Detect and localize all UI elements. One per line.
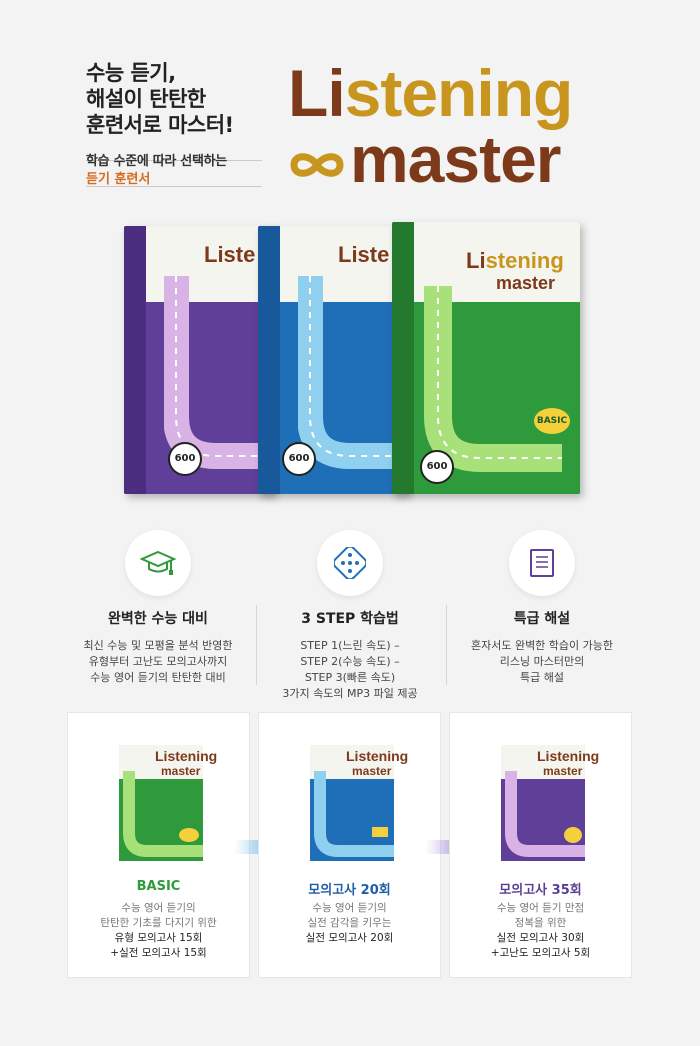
book-title-a: Liste: [338, 242, 390, 267]
headline-divider-2: [86, 186, 262, 187]
brand-logo: Listening master: [288, 56, 628, 194]
feature-description: 혼자서도 완벽한 학습이 가능한 리스닝 마스터만의 특급 해설: [442, 638, 642, 686]
book-thumbnail: Listening master: [501, 745, 599, 861]
book-title: Liste: [338, 244, 389, 266]
badge-600: 600: [168, 442, 202, 476]
headline-block: 수능 듣기, 해설이 탄탄한 훈련서로 마스터! 학습 수준에 따라 선택하는 …: [86, 60, 276, 187]
headline-line-2: 해설이 탄탄한: [86, 87, 206, 111]
feature-title: 특급 해설: [513, 611, 571, 627]
logo-word-master: master: [350, 122, 561, 196]
card-line: +고난도 모의고사 5회: [490, 947, 591, 959]
card-description: 수능 영어 듣기의 탄탄한 기초를 다지기 위한 유형 모의고사 15회 +실전…: [68, 901, 249, 961]
feature-line: 최신 수능 및 모평을 분석 반영한: [83, 639, 233, 652]
card-title: BASIC: [136, 879, 181, 894]
book-spine: [258, 226, 280, 494]
badge-600: 600: [420, 450, 454, 484]
road-illustration: [298, 276, 408, 469]
feature-line: 리스닝 마스터만의: [499, 655, 585, 668]
feature-line: 수능 영어 듣기의 탄탄한 대비: [90, 671, 226, 684]
book-title: Listening: [466, 250, 564, 272]
feature-divider: [256, 605, 257, 685]
feature-line: 유형부터 고난도 모의고사까지: [88, 655, 228, 668]
headline-line-1: 수능 듣기,: [86, 61, 176, 85]
basic-badge: BASIC: [534, 408, 570, 434]
card-description: 수능 영어 듣기 만점 정복을 위한 실전 모의고사 30회 +고난도 모의고사…: [450, 901, 631, 961]
feature-icon-circle: [125, 530, 191, 596]
feature-explanation: 특급 해설 혼자서도 완벽한 학습이 가능한 리스닝 마스터만의 특급 해설: [442, 530, 642, 686]
feature-line: 특급 해설: [520, 671, 564, 684]
card-line: 실전 감각을 키우는: [307, 917, 392, 929]
book-icon: [530, 549, 554, 577]
book-spine: [124, 226, 146, 494]
card-mock-20[interactable]: Listening master 모의고사 20회 수능 영어 듣기의 실전 감…: [258, 712, 441, 978]
card-line: +실전 모의고사 15회: [110, 947, 207, 959]
headline-sub: 학습 수준에 따라 선택하는: [86, 154, 227, 169]
book-blue: Liste 600: [258, 226, 408, 494]
book-thumbnail: Listening master: [310, 745, 408, 861]
feature-icon-circle: [317, 530, 383, 596]
book-thumbnail: Listening master: [119, 745, 217, 861]
logo-word-listening-part1: Li: [288, 56, 346, 130]
card-mock-35[interactable]: Listening master 모의고사 35회 수능 영어 듣기 만점 정복…: [449, 712, 632, 978]
feature-line: STEP 3(빠른 속도): [304, 671, 396, 684]
feature-line: 혼자서도 완벽한 학습이 가능한: [470, 639, 614, 652]
feature-3step: 3 STEP 학습법 STEP 1(느린 속도) – STEP 2(수능 속도)…: [250, 530, 450, 702]
feature-description: STEP 1(느린 속도) – STEP 2(수능 속도) – STEP 3(빠…: [250, 638, 450, 702]
svg-text:master: master: [352, 764, 392, 778]
feature-line: STEP 2(수능 속도) –: [300, 655, 400, 668]
dice-icon: [334, 547, 366, 579]
card-description: 수능 영어 듣기의 실전 감각을 키우는 실전 모의고사 20회: [259, 901, 440, 946]
logo-word-listening-part2: stening: [344, 56, 574, 130]
svg-text:Listening: Listening: [537, 748, 599, 764]
card-line: 수능 영어 듣기의: [121, 902, 196, 914]
headline-sub-accent: 듣기 훈련서: [86, 172, 151, 187]
svg-text:master: master: [161, 764, 201, 778]
book-title-a: Liste: [204, 242, 256, 267]
card-line: 실전 모의고사 20회: [305, 932, 394, 944]
feature-line: STEP 1(느린 속도) –: [300, 639, 400, 652]
headline-divider: [86, 160, 262, 161]
svg-text:master: master: [543, 764, 583, 778]
book-purple: Liste 600: [124, 226, 274, 494]
svg-text:Listening: Listening: [155, 748, 217, 764]
card-line: 유형 모의고사 15회: [114, 932, 203, 944]
book-title: Liste: [204, 244, 255, 266]
logo-word-listening-part2: stening: [485, 248, 564, 273]
badge-600: 600: [282, 442, 316, 476]
headline-line-3: 훈련서로 마스터!: [86, 113, 234, 137]
feature-exam-prep: 완벽한 수능 대비 최신 수능 및 모평을 분석 반영한 유형부터 고난도 모의…: [58, 530, 258, 686]
feature-title: 완벽한 수능 대비: [108, 611, 208, 627]
feature-divider: [446, 605, 447, 685]
card-line: 실전 모의고사 30회: [496, 932, 585, 944]
card-line: 정복을 위한: [514, 917, 567, 929]
feature-description: 최신 수능 및 모평을 분석 반영한 유형부터 고난도 모의고사까지 수능 영어…: [58, 638, 258, 686]
card-title: 모의고사 20회: [308, 883, 391, 898]
svg-text:Listening: Listening: [346, 748, 408, 764]
card-line: 수능 영어 듣기 만점: [496, 902, 585, 914]
card-line: 수능 영어 듣기의: [312, 902, 387, 914]
infinity-icon: [290, 153, 344, 177]
card-title: 모의고사 35회: [499, 883, 582, 898]
book-subtitle: master: [496, 273, 556, 293]
feature-line: 3가지 속도의 MP3 파일 제공: [282, 687, 418, 700]
road-illustration: [424, 286, 562, 472]
logo-word-listening: Listening: [288, 56, 574, 130]
book-spine: [392, 222, 414, 494]
feature-icon-circle: [509, 530, 575, 596]
graduation-cap-icon: [140, 550, 176, 575]
book-green: Listening master BASIC 600: [392, 222, 580, 494]
card-line: 탄탄한 기초를 다지기 위한: [100, 917, 217, 929]
card-basic[interactable]: Listening master BASIC 수능 영어 듣기의 탄탄한 기초를…: [67, 712, 250, 978]
feature-title: 3 STEP 학습법: [301, 611, 399, 627]
logo-word-listening-part1: Li: [466, 248, 486, 273]
